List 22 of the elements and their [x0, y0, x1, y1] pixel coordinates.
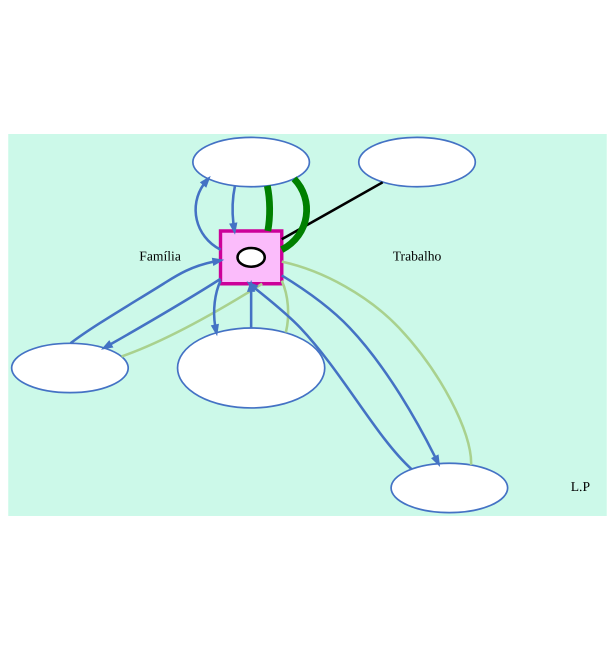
arrow	[281, 274, 440, 466]
node-ellipse	[10, 342, 130, 393]
arrow	[210, 280, 222, 336]
arrow	[70, 257, 224, 344]
connector	[121, 282, 263, 358]
arrow	[100, 277, 222, 350]
connector	[281, 180, 384, 240]
arrow	[194, 175, 222, 250]
arrow	[246, 280, 412, 470]
label: L.P	[570, 478, 590, 494]
node-ellipse	[176, 326, 326, 408]
node-ellipse	[358, 136, 476, 188]
label: Família	[139, 248, 181, 264]
connector	[281, 260, 472, 464]
arrow	[229, 185, 238, 234]
cluster	[218, 228, 284, 285]
connector	[280, 176, 310, 252]
label: Trabalho	[392, 248, 442, 264]
connector	[280, 280, 290, 332]
connector	[264, 184, 274, 232]
node-ellipse	[390, 462, 508, 513]
node-ellipse	[236, 246, 266, 268]
